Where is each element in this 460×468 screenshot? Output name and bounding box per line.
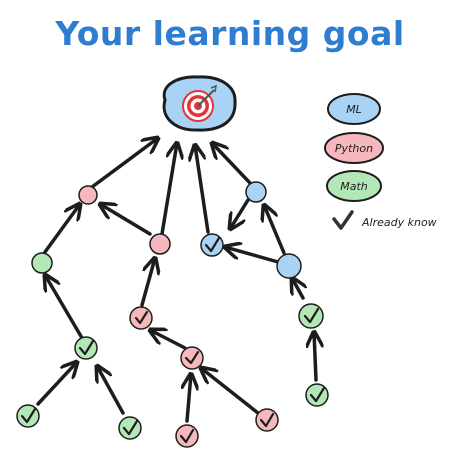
goal-node xyxy=(162,75,237,132)
python-node-known xyxy=(175,424,199,448)
legend-python-label: Python xyxy=(335,142,373,155)
python-node-known xyxy=(129,306,153,330)
checkmark-icon xyxy=(309,386,326,403)
checkmark-icon xyxy=(184,350,200,365)
checks xyxy=(20,236,326,444)
checkmark-icon xyxy=(20,407,37,424)
edge xyxy=(36,362,77,406)
ml-node xyxy=(276,253,302,279)
edge xyxy=(100,204,152,236)
python-node xyxy=(78,185,98,205)
legend-already-know-label: Already know xyxy=(361,216,437,229)
edge xyxy=(212,143,252,185)
python-node xyxy=(149,233,171,255)
edge xyxy=(150,330,187,350)
edge xyxy=(225,247,280,264)
python-node-known xyxy=(255,408,279,432)
edge xyxy=(140,258,155,307)
checkmark-icon xyxy=(332,210,354,230)
legend-math-swatch xyxy=(326,170,382,202)
legend: ML Python Math Already know xyxy=(324,93,437,230)
legend-python-swatch xyxy=(324,132,384,164)
edge xyxy=(314,332,316,382)
checkmark-icon xyxy=(303,307,320,324)
edges xyxy=(36,138,316,423)
edge xyxy=(264,205,286,255)
edge xyxy=(187,374,191,423)
checkmark-icon xyxy=(179,428,195,444)
edge xyxy=(201,368,260,415)
diagram-title: Your learning goal xyxy=(55,14,405,53)
edge xyxy=(43,204,80,254)
edge xyxy=(195,145,210,234)
edge xyxy=(230,198,250,229)
edge xyxy=(160,143,177,236)
edge xyxy=(90,138,158,189)
checkmark-icon xyxy=(134,310,149,325)
math-node-known xyxy=(298,303,324,329)
checkmark-icon xyxy=(259,412,275,428)
ml-node xyxy=(245,181,267,203)
edge xyxy=(45,275,84,340)
checkmark-icon xyxy=(78,339,95,356)
target-icon xyxy=(182,84,217,122)
edge xyxy=(292,278,303,300)
legend-math-label: Math xyxy=(340,180,368,193)
python-node-known xyxy=(180,346,204,370)
math-node xyxy=(31,252,53,274)
legend-ml-label: ML xyxy=(346,103,362,116)
edge xyxy=(97,366,125,415)
checkmark-icon xyxy=(122,419,139,436)
checkmark-icon xyxy=(204,236,221,253)
nodes xyxy=(16,181,329,448)
legend-ml-swatch xyxy=(327,93,381,125)
